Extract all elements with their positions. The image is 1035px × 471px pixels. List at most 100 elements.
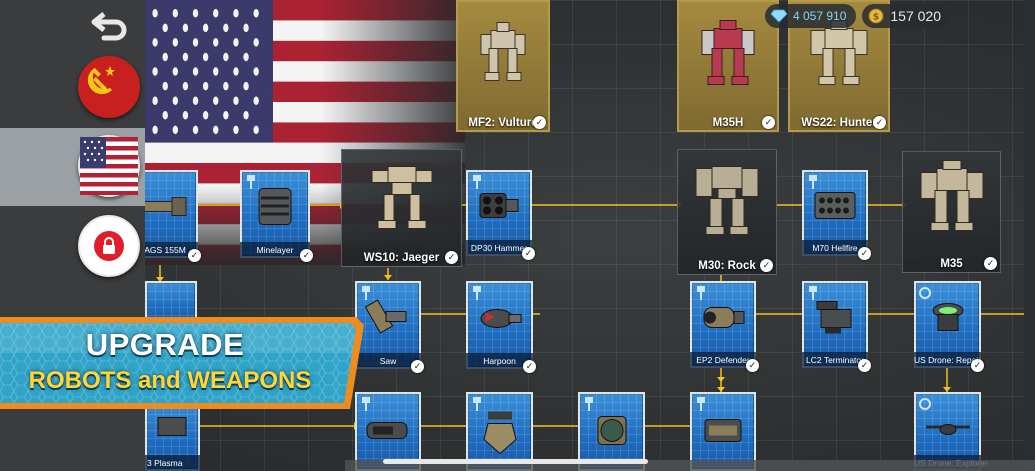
- mine-launcher-icon: [255, 184, 295, 233]
- robot-label: M35: [940, 258, 963, 270]
- owned-check-icon: ✓: [523, 360, 536, 373]
- owned-check-icon: ✓: [188, 249, 201, 262]
- promo-subtitle: ROBOTS and WEAPONS: [28, 367, 312, 394]
- robot-label: M30: Rock: [698, 260, 756, 272]
- hammer-sickle-icon: [87, 66, 115, 95]
- plasma-gun-icon: [156, 412, 190, 447]
- robot-icon: [366, 156, 438, 241]
- saw-icon: [364, 295, 410, 344]
- weapon-class-icon: [362, 397, 370, 411]
- drone-class-icon: [919, 287, 931, 299]
- platinum-balance[interactable]: 4 057 910: [765, 4, 857, 28]
- silver-balance[interactable]: $ 157 020: [862, 4, 951, 28]
- back-button[interactable]: [84, 6, 136, 46]
- repair-drone-icon: [928, 297, 968, 342]
- weapon-minelayer[interactable]: Minelayer ✓: [240, 170, 313, 262]
- lock-icon: [94, 231, 124, 261]
- owned-check-icon: ✓: [760, 259, 773, 272]
- weapon-label: AGS 155M: [132, 242, 198, 258]
- nation-sidebar: [0, 0, 145, 471]
- platinum-amount: 4 057 910: [793, 9, 847, 23]
- weapon-class-icon: [697, 286, 705, 300]
- weapon-row3-slot-3[interactable]: [578, 392, 645, 471]
- weapon-class-icon: [362, 286, 370, 300]
- owned-check-icon: ✓: [984, 257, 997, 270]
- us-flag-icon: [80, 137, 138, 195]
- owned-check-icon: ✓: [873, 116, 886, 129]
- robot-m30-rock[interactable]: M30: Rock ✓: [677, 149, 777, 275]
- robot-label: WS22: Hunter: [801, 117, 877, 129]
- weapon-dp30-hammer[interactable]: DP30 Hammer ✓: [466, 170, 535, 260]
- weapon-label: Saw: [355, 353, 421, 369]
- home-indicator[interactable]: [383, 459, 648, 464]
- promo-title: UPGRADE: [85, 327, 245, 362]
- weapon-class-icon: [809, 286, 817, 300]
- robot-icon: [692, 156, 762, 247]
- weapon-label: LC2 Terminator: [802, 352, 868, 368]
- owned-check-icon: ✓: [300, 249, 313, 262]
- robot-label: M35H: [712, 117, 744, 129]
- weapon-harpoon[interactable]: Harpoon ✓: [466, 281, 536, 373]
- cannon-icon: [700, 300, 746, 339]
- explorer-drone-icon: [924, 417, 972, 442]
- owned-check-icon: ✓: [522, 247, 535, 260]
- weapon-label: US Drone: Repair: [914, 352, 981, 368]
- weapon-class-icon: [473, 397, 481, 411]
- robot-label: MF2: Vulture: [468, 117, 538, 129]
- harpoon-icon: [477, 302, 523, 337]
- weapon-label: 3 Plasma: [145, 455, 200, 471]
- weapon-class-icon: [809, 175, 817, 189]
- robot-icon: [475, 17, 531, 94]
- coin-icon: $: [868, 8, 884, 24]
- robot-mf2-vulture[interactable]: MF2: Vulture ✓: [456, 0, 550, 132]
- weapon-class-icon: [585, 397, 593, 411]
- owned-check-icon: ✓: [445, 251, 458, 264]
- weapon-label: Harpoon: [466, 353, 533, 369]
- owned-check-icon: ✓: [858, 247, 871, 260]
- weapon-label: Minelayer: [240, 242, 310, 258]
- weapon-row3-slot-1[interactable]: [355, 392, 421, 471]
- cannon-icon: [142, 191, 188, 226]
- nation-locked-button[interactable]: [78, 215, 140, 277]
- weapon-saw[interactable]: Saw ✓: [355, 281, 424, 373]
- svg-text:$: $: [873, 13, 879, 23]
- weapon-row3-slot-2[interactable]: [466, 392, 533, 471]
- weapon-m70-hellfire[interactable]: M70 Hellfire ✓: [802, 170, 871, 260]
- shotgun-icon: [365, 419, 411, 448]
- robot-label: WS10: Jaeger: [363, 252, 440, 264]
- robot-m35[interactable]: M35 ✓: [902, 151, 1001, 273]
- weapon-lc2-terminator[interactable]: LC2 Terminator ✓: [802, 281, 871, 372]
- robot-m35h[interactable]: M35H ✓: [677, 0, 779, 132]
- robot-ws10-jaeger[interactable]: WS10: Jaeger ✓: [341, 149, 462, 267]
- sphere-launcher-icon: [592, 411, 632, 456]
- silver-amount: 157 020: [890, 8, 941, 24]
- nation-ussr-button[interactable]: [78, 56, 140, 118]
- weapon-label: M70 Hellfire: [802, 240, 868, 256]
- owned-check-icon: ✓: [762, 116, 775, 129]
- weapon-us-drone-repair[interactable]: US Drone: Repair ✓: [914, 281, 984, 372]
- spiked-mace-icon: [480, 410, 520, 461]
- scroll-track: [345, 460, 1035, 471]
- weapon-label: DP30 Hammer: [466, 240, 532, 256]
- promo-banner-frame: [0, 317, 364, 409]
- us-flag-background: [145, 0, 465, 265]
- owned-check-icon: ✓: [746, 359, 759, 372]
- owned-check-icon: ✓: [971, 359, 984, 372]
- weapon-ep2-defender[interactable]: EP2 Defender ✓: [690, 281, 759, 372]
- owned-check-icon: ✓: [858, 359, 871, 372]
- rocket-pod-icon: [813, 188, 857, 227]
- robot-icon: [698, 13, 758, 98]
- nation-usa-button[interactable]: [78, 135, 140, 197]
- weapon-row3-slot-4[interactable]: [690, 392, 756, 471]
- weapon-class-icon: [247, 175, 255, 189]
- weapon-class-icon: [473, 175, 481, 189]
- drone-class-icon: [919, 398, 931, 410]
- laser-cannon-icon: [813, 298, 857, 341]
- owned-check-icon: ✓: [533, 116, 546, 129]
- currency-bar: 4 057 910 $ 157 020: [765, 4, 951, 30]
- robot-icon: [917, 157, 987, 248]
- platinum-icon: [770, 9, 788, 23]
- shotgun-icon: [476, 189, 522, 226]
- back-arrow-icon: [91, 12, 127, 41]
